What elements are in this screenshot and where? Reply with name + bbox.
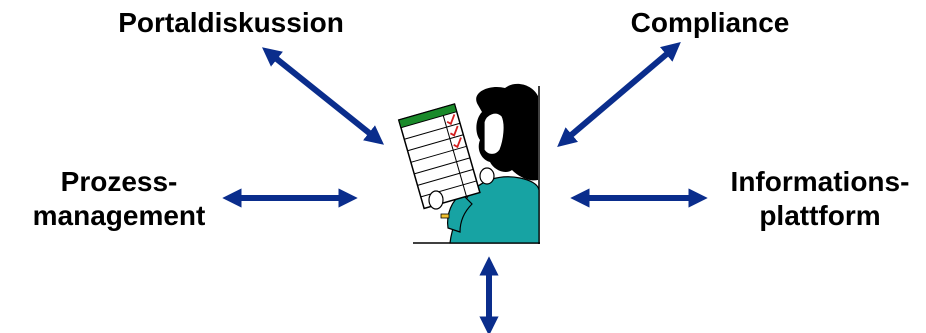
label-portaldiskussion: Portaldiskussion bbox=[118, 7, 344, 38]
label-prozessmanagement: Prozess- management bbox=[20, 165, 218, 233]
label-prozessmanagement-line1: Prozess- bbox=[60, 166, 178, 197]
label-prozessmanagement-line2: management bbox=[32, 200, 206, 231]
label-compliance: Compliance bbox=[630, 7, 790, 38]
person-with-checklist-icon bbox=[397, 83, 540, 244]
arrow-top-right bbox=[557, 42, 681, 147]
arrow-top-left bbox=[262, 47, 384, 145]
label-informationsplattform-line1: Informations- bbox=[730, 166, 910, 197]
label-informationsplattform: Informations- plattform bbox=[718, 165, 922, 233]
label-informationsplattform-line2: plattform bbox=[759, 200, 881, 231]
